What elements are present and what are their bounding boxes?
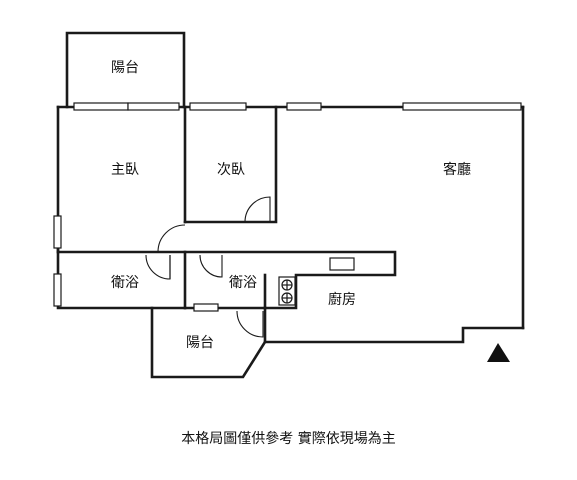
label-balcony-bottom: 陽台	[186, 335, 214, 351]
window-top-5	[402, 102, 522, 111]
window-left-1	[53, 215, 62, 249]
label-balcony-top: 陽台	[111, 60, 139, 76]
kitchen-fixtures	[278, 257, 355, 306]
door-balcony-bottom	[236, 310, 264, 338]
label-bathroom-right: 衛浴	[229, 275, 257, 291]
window-left-2	[53, 273, 62, 307]
windows	[53, 102, 522, 312]
door-second-bedroom	[244, 196, 271, 223]
label-kitchen: 廚房	[328, 291, 356, 308]
door-bath-left	[145, 254, 171, 280]
window-top-4	[286, 102, 322, 111]
window-top-3	[189, 102, 247, 111]
label-bathroom-left: 衛浴	[111, 275, 139, 291]
window-top-2	[127, 102, 180, 111]
doors	[145, 196, 271, 338]
window-bottom-balcony	[193, 303, 219, 312]
label-master-bedroom: 主臥	[111, 162, 139, 178]
label-second-bedroom: 次臥	[217, 162, 245, 178]
stove	[278, 276, 296, 306]
window-top-1	[73, 102, 129, 111]
walls	[56, 31, 525, 379]
disclaimer-caption: 本格局圖僅供參考 實際依現場為主	[181, 431, 396, 447]
door-bath-right	[199, 254, 223, 278]
door-master-bedroom	[157, 224, 186, 253]
label-living-room: 客廳	[443, 161, 471, 178]
north-triangle-icon	[487, 343, 510, 362]
kitchen-sink	[329, 257, 355, 271]
